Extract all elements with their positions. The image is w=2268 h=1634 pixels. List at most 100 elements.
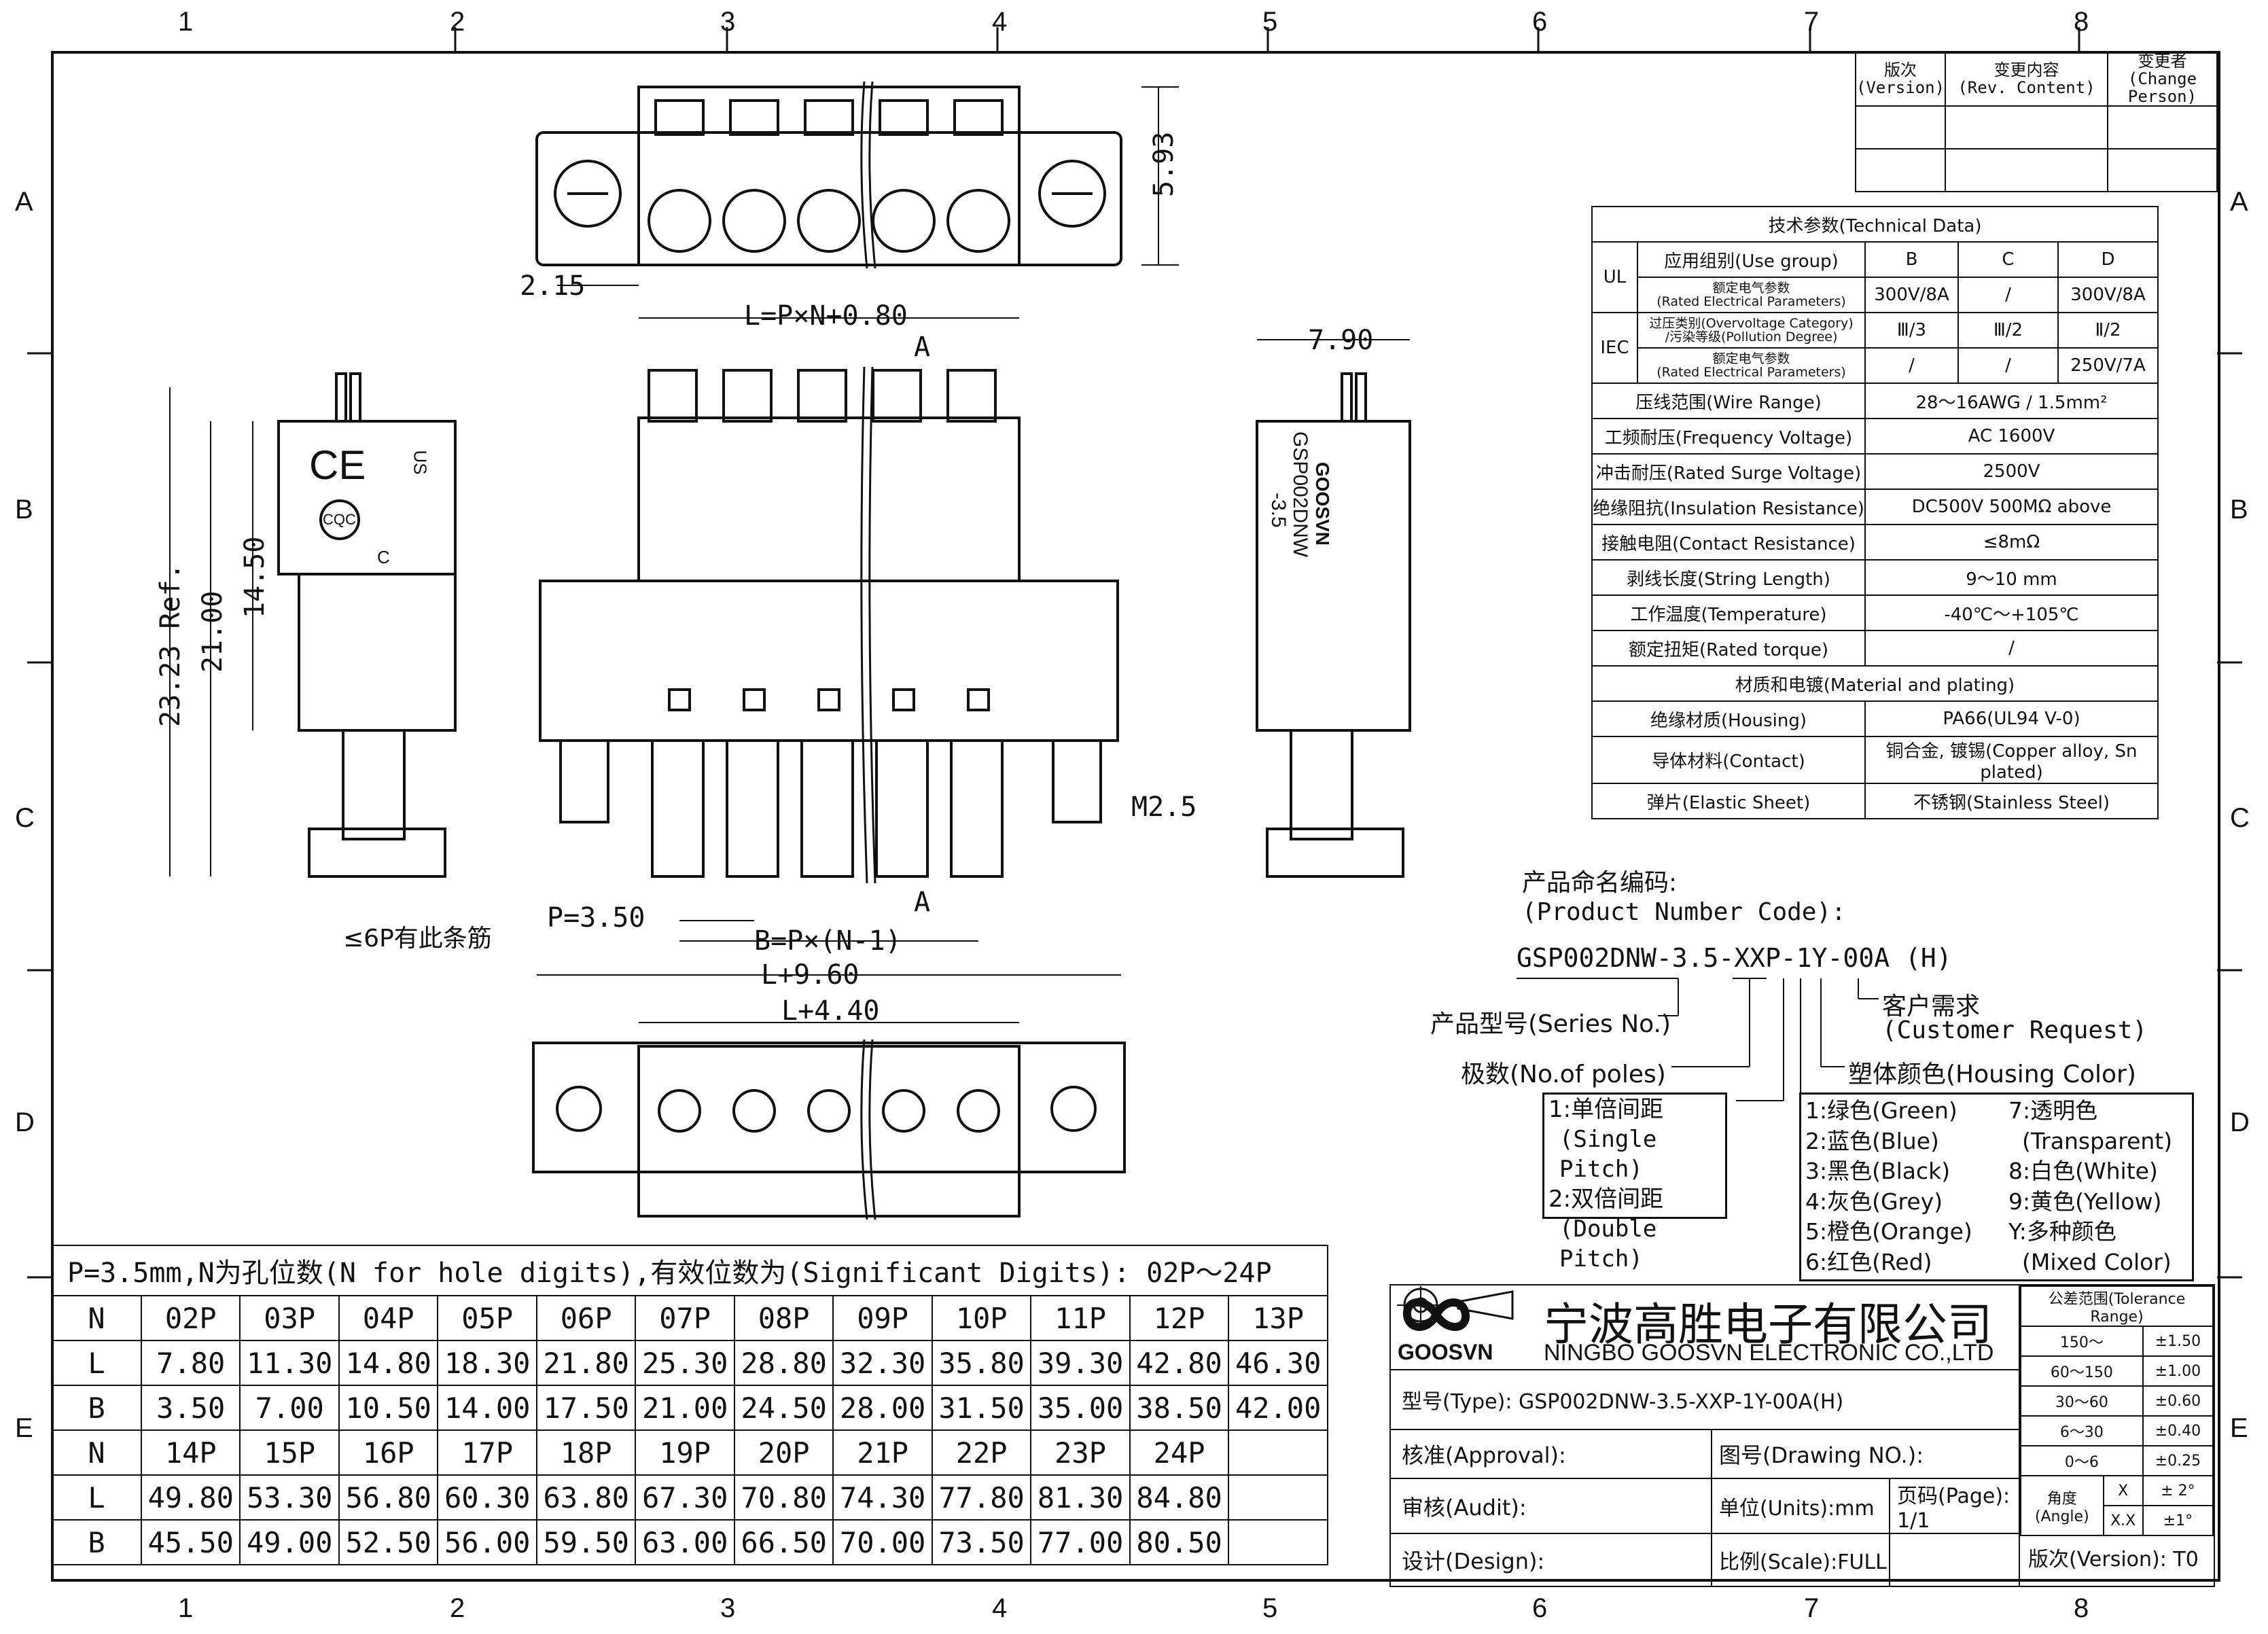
grid-col-7-bottom: 7 [1804,1593,1820,1623]
goosvn-logo-icon [1403,1298,1470,1331]
dimension-table: P=3.5mm,N为孔位数(N for hole digits),有效位数为(S… [51,1245,1328,1565]
dimension-cell: 03P [239,1295,340,1341]
bottom-view [532,1039,1126,1220]
ul-us-mark: US [410,450,431,475]
grid-col-1-bottom: 1 [178,1593,194,1623]
dim-l-plus-960: L+9.60 [761,959,860,991]
thread-size: M2.5 [1131,792,1197,823]
grid-col-5-bottom: 5 [1262,1593,1278,1623]
dim-upper-height: 14.50 [239,536,270,618]
dimension-cell: 56.00 [437,1519,537,1565]
dimension-cell: 11P [1030,1295,1131,1341]
angle-label: 角度(Angle) [2020,1475,2104,1536]
tech-row-label: 压线范围(Wire Range) [1591,383,1866,419]
dimension-cell: 10P [931,1295,1032,1341]
front-view [539,366,1119,884]
material-label: 弹片(Elastic Sheet) [1591,783,1866,819]
dim-pitch: P=3.50 [547,902,645,934]
dim-body-height: 21.00 [197,590,228,673]
dimension-cell [1228,1429,1328,1476]
grid-col-3-top: 3 [720,7,736,37]
dimension-cell: 3.50 [140,1385,241,1431]
tech-row-value: AC 1600V [1864,418,2159,455]
dimension-cell: 21.00 [635,1385,735,1431]
dimension-cell: 53.30 [239,1474,340,1521]
grid-row-a-right: A [2230,187,2248,217]
ul-rated-label: 额定电气参数(Rated Electrical Parameters) [1637,277,1866,313]
dimension-cell: 09P [832,1295,933,1341]
dimension-cell: 17P [437,1429,537,1476]
grid-row-a-left: A [15,187,33,217]
dimension-cell: 42.00 [1228,1385,1328,1431]
customer-request-en: (Customer Request) [1882,1016,2148,1044]
dimension-cell: 21P [832,1429,933,1476]
row-label: B [51,1519,142,1565]
dimension-cell: 24.50 [733,1385,834,1431]
dimension-lines [169,86,1410,1023]
dimension-cell: 24P [1129,1429,1230,1476]
product-code: GSP002DNW-3.5-XXP-1Y-00A (H) [1517,943,1952,973]
dimension-cell: 23P [1030,1429,1131,1476]
tech-row-label: 工频耐压(Frequency Voltage) [1591,418,1866,455]
dim-top-offset: 2.15 [520,270,586,302]
row-label: B [51,1385,142,1431]
company-name-en: NINGBO GOOSVN ELECTRONIC CO.,LTD [1544,1340,1994,1366]
dimension-cell: 80.50 [1129,1519,1230,1565]
title-block: GOOSVN 宁波高胜电子有限公司 NINGBO GOOSVN ELECTRON… [1389,1284,2215,1587]
revision-table: 版次(Version) 变更内容(Rev. Content) 变更者(Chang… [1854,51,2218,192]
ce-mark: CE [309,442,366,488]
scale-field: 比例(Scale):FULL [1711,1533,1890,1587]
grid-row-b-right: B [2230,495,2248,525]
dimension-cell: 59.50 [535,1519,637,1565]
dimension-cell: 39.30 [1030,1340,1131,1386]
dimension-cell: 05P [437,1295,537,1341]
dimension-cell: 74.30 [832,1474,933,1521]
dimension-cell: 49.80 [140,1474,241,1521]
section-a-bottom: A [914,887,931,918]
poles-label: 极数(No.of poles) [1461,1061,1666,1088]
dimension-cell: 7.00 [239,1385,340,1431]
dimension-cell: 25.30 [635,1340,735,1386]
dimension-cell: 42.80 [1129,1340,1230,1386]
technical-data-table: 技术参数(Technical Data) UL 应用组别(Use group) … [1591,206,2159,819]
tech-row-value: -40℃～+105℃ [1864,594,2159,631]
side-brand: GOOSVN [1312,462,1333,546]
rev-person-header: 变更者(Change Person) [2106,51,2218,107]
dimension-cell: 18.30 [437,1340,537,1386]
material-value: 不锈钢(Stainless Steel) [1864,783,2159,819]
dimension-cell: 32.30 [832,1340,933,1386]
grid-col-8-top: 8 [2074,7,2089,37]
color-options-box: 1:绿色(Green) 2:蓝色(Blue) 3:黑色(Black) 4:灰色(… [1799,1093,2194,1281]
tech-row-label: 额定扭矩(Rated torque) [1591,630,1866,667]
tolerance-title: 公差范围(Tolerance Range) [2020,1285,2214,1327]
tolerance-cell: 公差范围(Tolerance Range) 150～±1.50 60～150±1… [2019,1284,2215,1587]
dimension-cell: 04P [338,1295,439,1341]
ul-label: UL [1591,241,1638,313]
dimension-cell: 13P [1228,1295,1328,1341]
dimension-cell: 49.00 [239,1519,340,1565]
material-label: 绝缘材质(Housing) [1591,700,1866,737]
left-side-view [277,372,457,878]
tech-row-value: ≤8mΩ [1864,524,2159,561]
dimension-cell: 18P [535,1429,637,1476]
dimension-cell [1228,1474,1328,1521]
dimension-table-header: P=3.5mm,N为孔位数(N for hole digits),有效位数为(S… [51,1245,1328,1296]
grid-row-e-right: E [2230,1413,2248,1443]
grid-col-8-bottom: 8 [2074,1593,2089,1623]
dimension-cell: 22P [931,1429,1032,1476]
dimension-cell: 45.50 [140,1519,241,1565]
dim-length-formula: L=P×N+0.80 [744,300,908,332]
rev-version-header: 版次(Version) [1854,51,1947,107]
drawing-no-field: 图号(Drawing NO.): [1711,1429,2020,1479]
customer-request-cn: 客户需求 [1882,993,1981,1020]
tech-row-value: 28～16AWG / 1.5mm² [1864,383,2159,419]
cqc-mark: CQC [323,511,356,528]
dimension-cell: 31.50 [931,1385,1032,1431]
dimension-cell: 14.80 [338,1340,439,1386]
dimension-cell: 56.80 [338,1474,439,1521]
tolerance-table: 公差范围(Tolerance Range) 150～±1.50 60～150±1… [2020,1285,2214,1536]
dim-l-plus-440: L+4.40 [781,995,880,1027]
overvoltage-label: 过压类别(Overvoltage Category)/污染等级(Pollutio… [1637,312,1866,349]
